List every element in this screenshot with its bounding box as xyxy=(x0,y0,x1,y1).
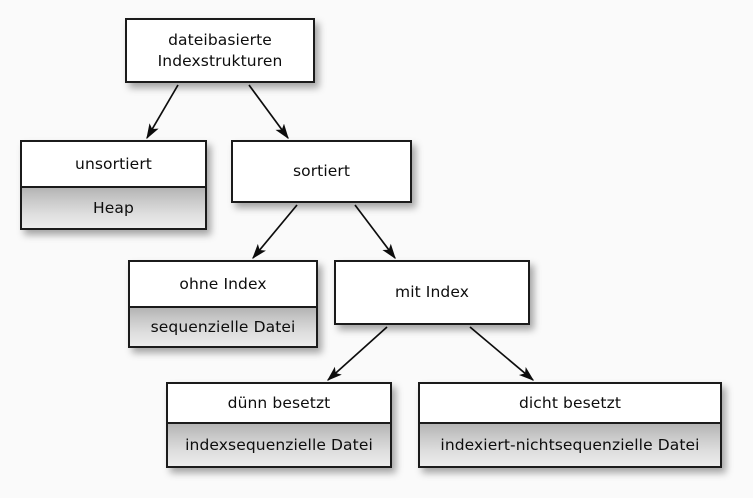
node-unsortiert-title: unsortiert xyxy=(22,142,205,186)
node-dicht-besetzt-title: dicht besetzt xyxy=(420,384,720,422)
node-mit-index[interactable]: mit Index xyxy=(334,260,530,325)
edge-root-to-unsortiert xyxy=(146,84,179,140)
node-sortiert-title: sortiert xyxy=(233,142,410,201)
edge-mit-index-to-duenn xyxy=(326,326,388,381)
node-root[interactable]: dateibasierte Indexstrukturen xyxy=(125,18,315,83)
node-dicht-besetzt-sublabel: indexiert-nichtsequenzielle Datei xyxy=(420,422,720,466)
edge-mit-index-to-dicht xyxy=(469,326,535,381)
edge-sortiert-to-ohne-index xyxy=(252,204,298,260)
edge-root-to-sortiert xyxy=(248,84,289,140)
node-duenn-besetzt-title: dünn besetzt xyxy=(168,384,390,422)
node-root-title: dateibasierte Indexstrukturen xyxy=(127,20,313,81)
node-ohne-index-sublabel: sequenzielle Datei xyxy=(130,306,316,346)
node-ohne-index-title: ohne Index xyxy=(130,262,316,306)
node-duenn-besetzt-sublabel: indexsequenzielle Datei xyxy=(168,422,390,466)
node-sortiert[interactable]: sortiert xyxy=(231,140,412,203)
node-unsortiert-sublabel: Heap xyxy=(22,186,205,228)
edge-sortiert-to-mit-index xyxy=(354,204,396,260)
node-mit-index-title: mit Index xyxy=(336,262,528,323)
